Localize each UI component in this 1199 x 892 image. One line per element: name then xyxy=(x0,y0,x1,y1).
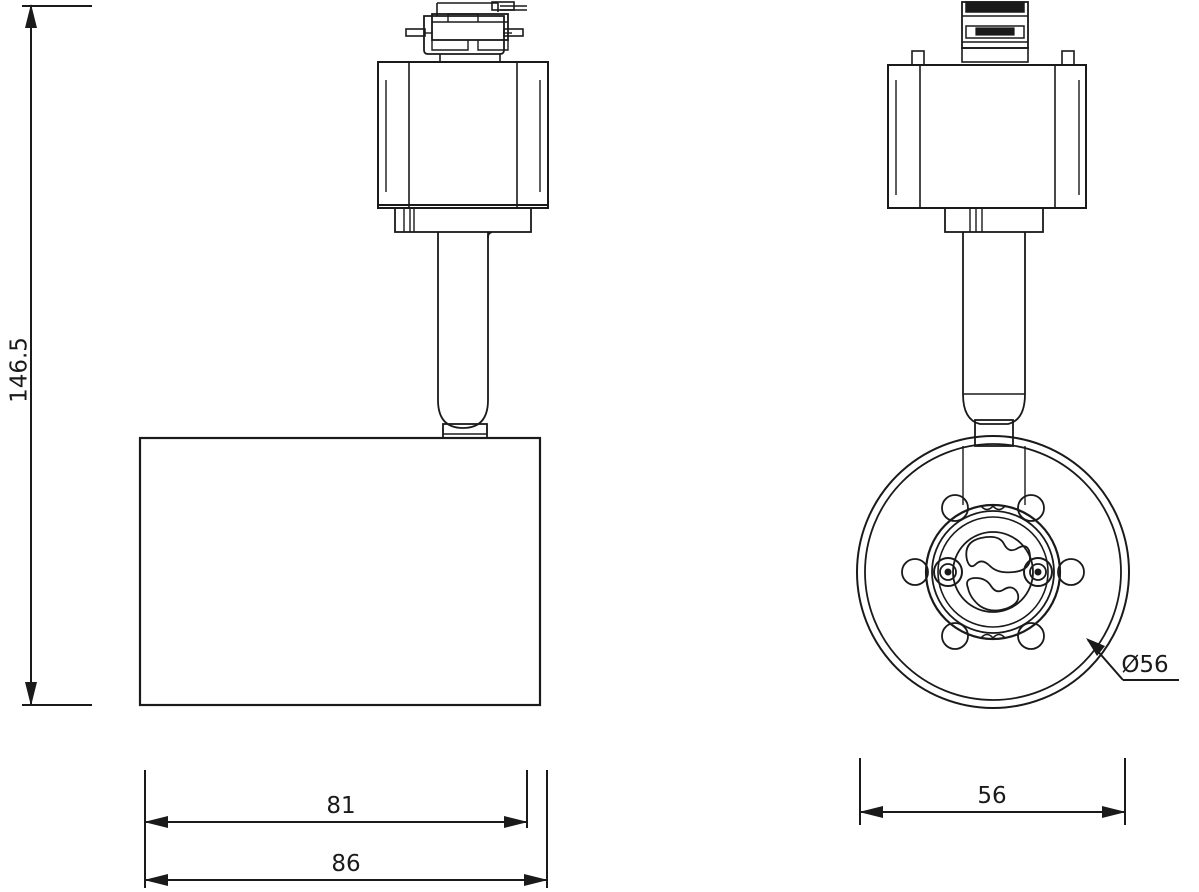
housing-tabs-front xyxy=(911,50,1075,66)
stem-overlay-front xyxy=(962,446,1026,505)
dimension-label-width-inner: 81 xyxy=(326,793,355,819)
stem-side xyxy=(437,231,493,435)
collar-front xyxy=(944,207,1044,233)
upper-housing-side xyxy=(377,61,549,209)
lamp-housing-side xyxy=(138,436,542,707)
dimension-width-86 xyxy=(144,770,548,888)
upper-housing-front xyxy=(887,64,1087,209)
track-adapter-front xyxy=(961,1,1029,63)
neck-front xyxy=(974,419,1014,447)
dimension-label-width-outer: 86 xyxy=(331,851,360,877)
reflector-notches xyxy=(980,504,1006,640)
collar-side xyxy=(394,207,532,233)
side-view-group xyxy=(138,1,549,707)
track-adapter-side xyxy=(405,1,527,63)
dimension-face-56 xyxy=(859,758,1126,825)
leader-diameter-56 xyxy=(1086,638,1179,681)
dimension-label-diameter: Ø56 xyxy=(1121,652,1168,678)
dimension-height-146-5 xyxy=(22,4,92,706)
led-elements xyxy=(965,535,1031,612)
lamp-screw-bosses xyxy=(933,557,1053,587)
lamp-bolt-circles xyxy=(901,494,1085,650)
dimension-label-face-width: 56 xyxy=(977,783,1006,809)
lamp-face-outer-circle xyxy=(856,435,1130,709)
front-view-group xyxy=(856,1,1130,709)
dimension-label-height: 146.5 xyxy=(7,337,33,403)
dimension-width-81 xyxy=(144,770,528,828)
stem-front xyxy=(962,232,1026,425)
